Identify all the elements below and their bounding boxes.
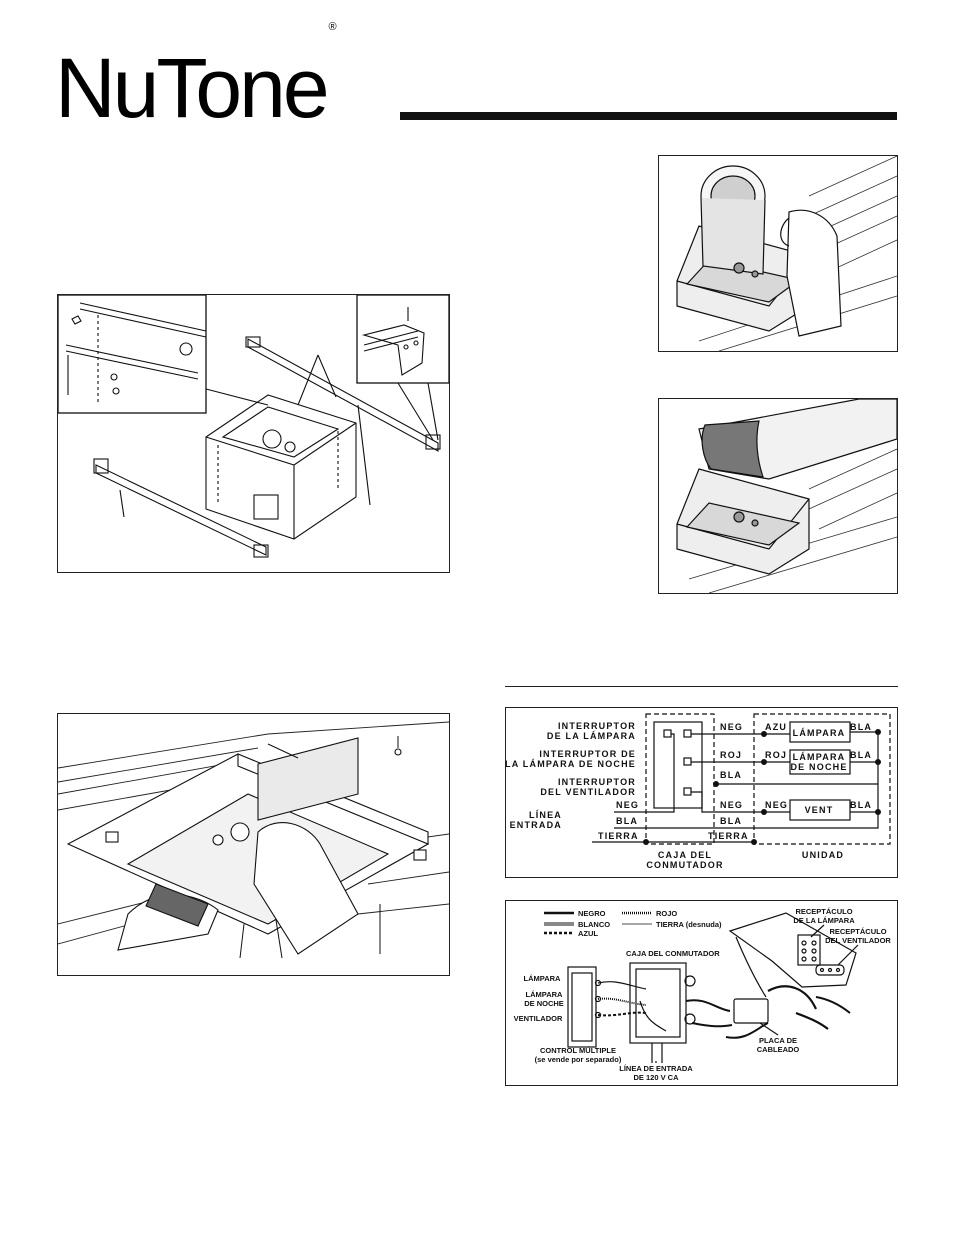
wire-bla-in: BLA <box>616 816 638 826</box>
wiring-plate-label-1: PLACA DE <box>759 1036 797 1045</box>
section-rule <box>505 686 898 687</box>
wire-bla-vent-out: BLA <box>850 800 872 810</box>
hanger-bars-illustration <box>58 295 449 558</box>
fan-receptacle-label-1: RECEPTÁCULO <box>829 927 886 936</box>
figure-duct-connector <box>658 155 898 352</box>
line-in-label-2: DE ENTRADA <box>506 820 562 830</box>
duct-taped-illustration <box>676 399 897 593</box>
brand-name: NuTone <box>55 41 330 135</box>
control-label-2: (se vende por separado) <box>535 1055 622 1064</box>
box-label-1: CAJA DEL <box>658 850 712 860</box>
load-night-label-2: DE NOCHE <box>790 762 847 772</box>
legend-azul-label: AZUL <box>578 929 598 938</box>
box-label-2: CONMUTADOR <box>646 860 723 870</box>
night-lamp-label-2: DE NOCHE <box>524 999 564 1008</box>
wire-bla-lamp-out: BLA <box>850 722 872 732</box>
line-in-label-1: LÍNEA <box>529 810 562 820</box>
lamp-label: LÁMPARA <box>524 974 562 983</box>
legend-negro-label: NEGRO <box>578 909 606 918</box>
switch-night-label-2: LA LÁMPARA DE NOCHE <box>506 759 636 769</box>
figure-duct-taped <box>658 398 898 594</box>
header-rule <box>400 112 897 120</box>
wire-bla-common: BLA <box>720 770 742 780</box>
switch-fan-label-2: DEL VENTILADOR <box>540 787 636 797</box>
switch-lamp-label-1: INTERRUPTOR <box>558 721 636 731</box>
wire-roj-unit: ROJ <box>765 750 787 760</box>
figure-wiring-schematic: INTERRUPTOR DE LA LÁMPARA INTERRUPTOR DE… <box>505 707 898 878</box>
wiring-pictorial-diagram: NEGRO BLANCO AZUL ROJO TIERRA (desnuda) … <box>514 907 892 1082</box>
wire-azu-unit: AZU <box>765 722 787 732</box>
wire-bla-night-out: BLA <box>850 750 872 760</box>
line-in-label-1: LÍNEA DE ENTRADA <box>619 1064 693 1073</box>
figure-wiring-pictorial: NEGRO BLANCO AZUL ROJO TIERRA (desnuda) … <box>505 900 898 1086</box>
night-lamp-label-1: LÁMPARA <box>526 990 564 999</box>
duct-connector-illustration <box>659 156 897 351</box>
legend-blanco-label: BLANCO <box>578 920 610 929</box>
wire-neg-unit: NEG <box>765 800 788 810</box>
registered-mark: ® <box>328 21 337 33</box>
legend-tierra-label: TIERRA (desnuda) <box>656 920 722 929</box>
control-label-1: CONTROL MÚLTIPLE <box>540 1046 616 1055</box>
fan-label: VENTILADOR <box>514 1014 563 1023</box>
lamp-receptacle-label-2: DE LA LÁMPARA <box>793 916 855 925</box>
lamp-receptacle-label-1: RECEPTÁCULO <box>795 907 852 916</box>
wire-roj-night: ROJ <box>720 750 742 760</box>
load-night-label-1: LÁMPARA <box>793 752 846 762</box>
load-vent-label: VENT <box>805 805 834 815</box>
legend-rojo-label: ROJO <box>656 909 677 918</box>
wire-bla-fan: BLA <box>720 816 742 826</box>
switch-fan-label-1: INTERRUPTOR <box>558 777 636 787</box>
wire-tierra-in: TIERRA <box>598 831 639 841</box>
wire-neg-in: NEG <box>616 800 639 810</box>
brand-logo: NuTone® <box>55 22 337 131</box>
switch-box-label: CAJA DEL CONMUTADOR <box>626 949 720 958</box>
load-lamp-label: LÁMPARA <box>793 728 846 738</box>
wiring-schematic-diagram: INTERRUPTOR DE LA LÁMPARA INTERRUPTOR DE… <box>506 713 891 870</box>
line-in-label-2: DE 120 V CA <box>633 1073 679 1082</box>
wiring-plate-label-2: CABLEADO <box>757 1045 800 1054</box>
switch-night-label-1: INTERRUPTOR DE <box>539 749 636 759</box>
unit-label: UNIDAD <box>802 850 844 860</box>
figure-hanger-bars <box>57 294 450 573</box>
figure-mount-to-joist <box>57 713 450 976</box>
wire-neg-lamp: NEG <box>720 722 743 732</box>
fan-receptacle-label-2: DEL VENTILADOR <box>825 936 891 945</box>
switch-lamp-label-2: DE LA LÁMPARA <box>547 731 636 741</box>
wire-neg-fan: NEG <box>720 800 743 810</box>
wire-tierra-out: TIERRA <box>708 831 749 841</box>
mount-to-joist-illustration <box>58 721 449 959</box>
